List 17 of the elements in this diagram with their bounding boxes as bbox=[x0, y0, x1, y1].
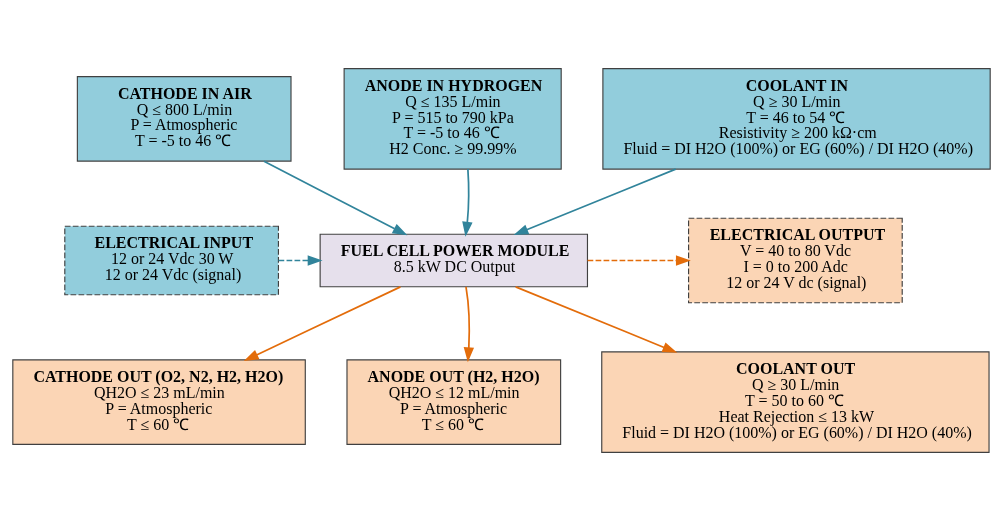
arrow bbox=[277, 254, 323, 266]
arrow bbox=[586, 254, 691, 266]
arrow bbox=[513, 167, 677, 235]
node-box: COOLANT OUT Q ≥ 30 L/min T = 50 to 60 ℃ Heat Rejection ≤ 13 kW Fluid = DI H2O (100%) or EG (60%) / DI H2O (40%) bbox=[601, 350, 990, 453]
arrow bbox=[263, 159, 408, 235]
node-box: CATHODE IN AIR Q ≤ 800 L/min P = Atmospheric T = -5 to 46 ℃ bbox=[76, 75, 292, 162]
arrow bbox=[462, 167, 473, 237]
node-box: ANODE OUT (H2, H2O) QH2O ≤ 12 mL/min P = Atmospheric T ≤ 60 ℃ bbox=[346, 358, 562, 445]
node-box: FUEL CELL POWER MODULE 8.5 kW DC Output bbox=[319, 233, 589, 287]
node-box: COOLANT IN Q ≥ 30 L/min T = 46 to 54 ℃ Resistivity ≥ 200 kΩ·cm Fluid = DI H2O (100%) or EG (60%) / DI H2O (40%) bbox=[602, 67, 991, 170]
node-box: ANODE IN HYDROGEN Q ≤ 135 L/min P = 515 to 790 kPa T = -5 to 46 ℃ H2 Conc. ≥ 99.99% bbox=[343, 67, 562, 170]
arrow bbox=[243, 285, 402, 361]
node-box: ELECTRICAL INPUT 12 or 24 Vdc 30 W 12 or 24 Vdc (signal) bbox=[64, 225, 279, 295]
node-box: ELECTRICAL OUTPUT V = 40 to 80 Vdc I = 0 to 200 Adc 12 or 24 V dc (signal) bbox=[688, 217, 903, 303]
arrow bbox=[463, 285, 475, 362]
arrow bbox=[514, 285, 678, 353]
node-box: CATHODE OUT (O2, N2, H2, H2O) QH2O ≤ 23 mL/min P = Atmospheric T ≤ 60 ℃ bbox=[12, 358, 306, 445]
